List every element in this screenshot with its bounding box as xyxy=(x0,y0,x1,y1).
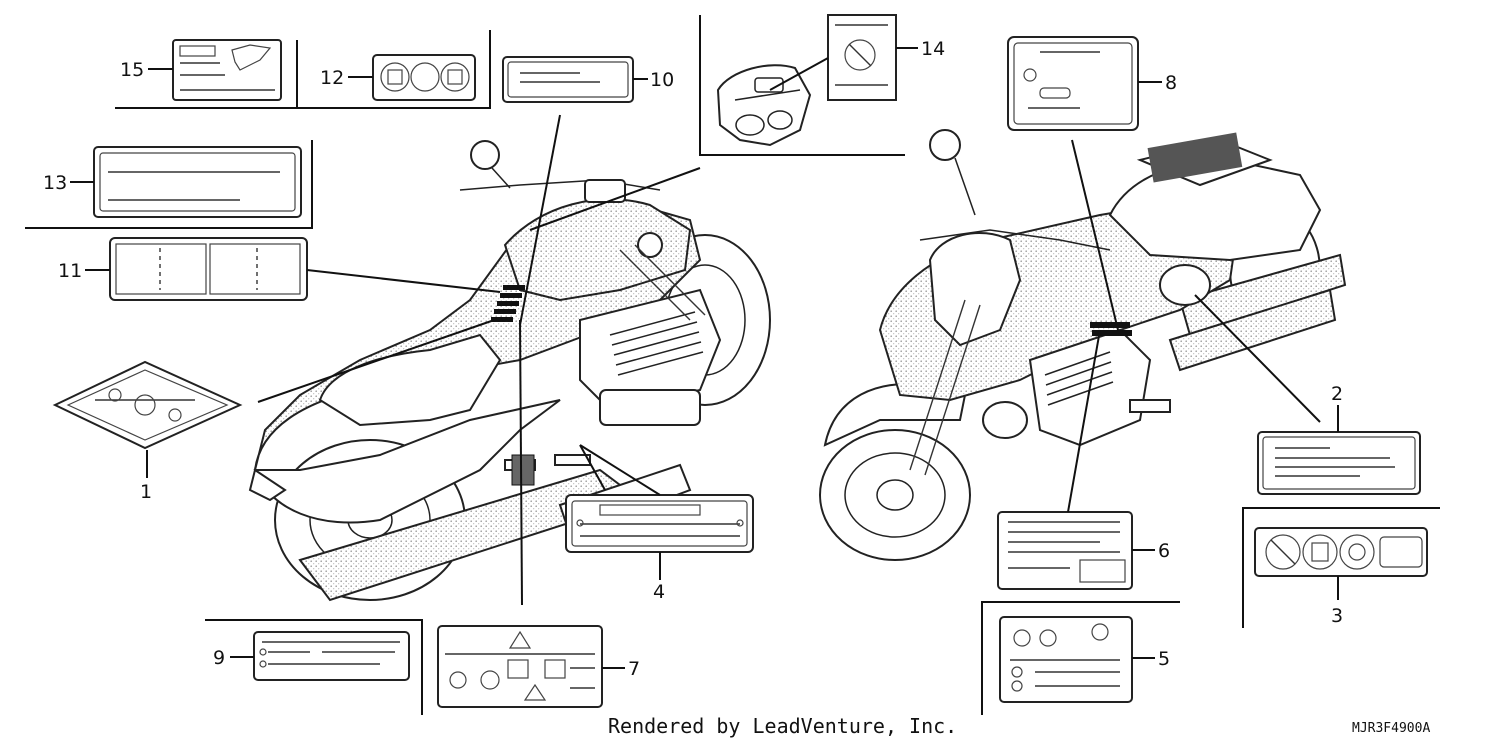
callout-8: 8 xyxy=(1165,72,1177,94)
callout-7: 7 xyxy=(628,658,640,680)
callout-numbers: 1 2 3 4 5 6 7 8 9 10 11 12 13 14 15 xyxy=(43,38,1343,680)
group-frames xyxy=(25,15,1440,715)
label-14 xyxy=(827,14,897,101)
label-12 xyxy=(372,54,476,101)
callout-2: 2 xyxy=(1331,383,1343,405)
tank-label-marker xyxy=(491,285,525,322)
callout-3: 3 xyxy=(1331,605,1343,627)
leader-lines xyxy=(70,47,1339,669)
callout-12: 12 xyxy=(320,67,344,89)
label-2 xyxy=(1257,431,1421,495)
callout-10: 10 xyxy=(650,69,674,91)
callout-5: 5 xyxy=(1158,648,1170,670)
label-3-icons xyxy=(1254,527,1428,577)
label-10 xyxy=(502,56,634,103)
label-4-plate xyxy=(565,494,754,553)
label-15 xyxy=(172,39,282,101)
callout-14: 14 xyxy=(921,38,945,60)
label-1-diamond xyxy=(52,360,243,450)
footer-credit: Rendered by LeadVenture, Inc. xyxy=(608,714,957,738)
label-8 xyxy=(1007,36,1139,131)
label-11 xyxy=(109,237,308,301)
label-9 xyxy=(253,631,410,681)
label-5 xyxy=(999,616,1133,703)
callout-11: 11 xyxy=(58,260,82,282)
label-7-warning xyxy=(437,625,603,708)
callout-9: 9 xyxy=(213,647,225,669)
switch-housing-illustration xyxy=(716,64,812,147)
callout-15: 15 xyxy=(120,59,144,81)
part-code: MJR3F4900A xyxy=(1352,721,1430,736)
label-6 xyxy=(997,511,1133,590)
callout-4: 4 xyxy=(653,581,665,603)
right-motorcycle-illustration xyxy=(819,129,1347,561)
callout-6: 6 xyxy=(1158,540,1170,562)
label-13 xyxy=(93,146,302,218)
callout-13: 13 xyxy=(43,172,67,194)
left-motorcycle-illustration xyxy=(248,140,771,602)
callout-1: 1 xyxy=(140,481,152,503)
